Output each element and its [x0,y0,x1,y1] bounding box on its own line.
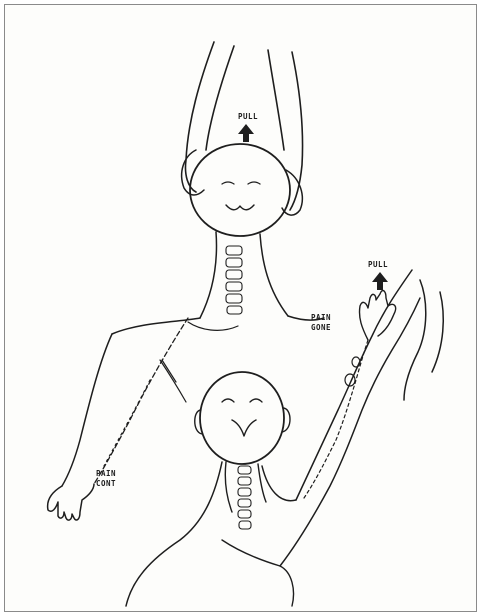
upper-helper-right-arm-outer [268,50,284,150]
pull-arrow-right [372,272,388,290]
pain-gone-label-line1: PAIN [311,313,331,322]
upper-helper-left-arm [185,42,214,192]
upper-neck-right [260,234,288,316]
upper-cervical-spine [226,246,242,314]
lower-figure [126,270,443,606]
upper-left-hand [48,484,94,520]
lower-mouth [232,420,256,436]
upper-figure [48,42,324,520]
lower-torso-left [126,462,222,606]
right-helper-arm-outer [432,292,443,372]
lower-eye-left [222,399,234,402]
pull-arrow-top [238,124,254,142]
lower-cervical-spine [238,466,251,529]
upper-left-arm-pain-path [104,380,150,466]
upper-helper-left-arm-outer [206,46,234,150]
upper-mouth [226,205,254,210]
upper-eye-left [222,182,234,184]
right-helper-arm [404,280,426,400]
upper-patient-head [190,144,290,236]
lower-raised-hand [359,291,395,340]
lower-forearm-mark [352,357,360,367]
lower-neck-right [258,464,266,502]
upper-collarbone [188,322,238,330]
lower-eye-right [250,399,262,402]
lower-torso-right [222,540,294,606]
pull-label-right: PULL [368,260,388,269]
upper-eye-right [248,182,260,184]
pull-label-top: PULL [238,112,258,121]
pain-cont-label-line1: PAIN [96,469,116,478]
pain-cont-label-line2: CONT [96,479,116,488]
lower-right-arm-inner [280,298,420,566]
lower-patient-head [200,372,284,464]
upper-neck-left [200,232,216,318]
lower-neck-left [225,462,232,512]
pain-gone-label-line2: GONE [311,323,331,332]
upper-left-arm-outer [62,334,112,486]
upper-chest-line [160,360,186,402]
lower-shoulder-right [262,466,296,501]
